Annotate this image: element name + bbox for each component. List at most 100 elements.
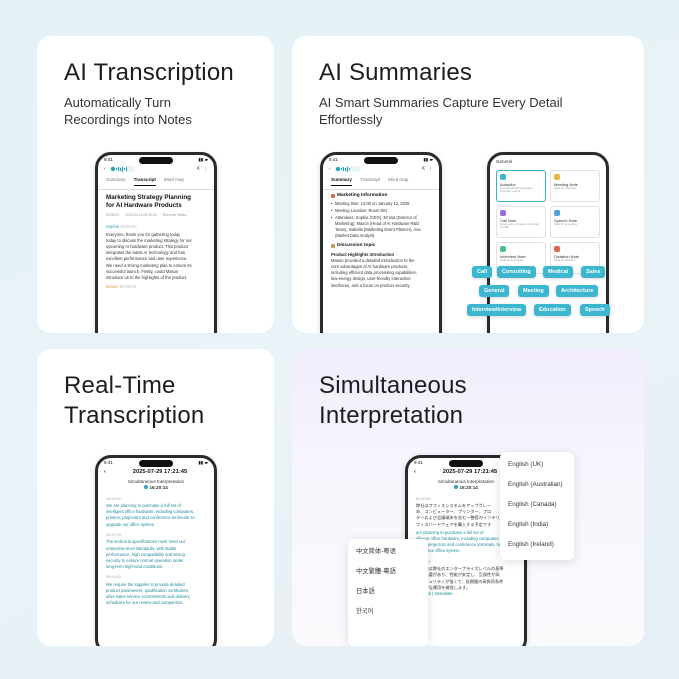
status-bar: 9:41▮▮ ▰ [104,460,208,465]
phone-notch [139,460,173,467]
feature-card-ai-summaries: AI Summaries AI Smart Summaries Capture … [292,36,644,333]
sparkle-icon [500,173,506,180]
card-title: AI Summaries [319,59,473,86]
segment-text: The technical specifications must meet o… [106,539,186,570]
speaker-label: Mason 00:00:50 [106,284,137,290]
segment-text-japanese: 術仕様は弊社のエンタープライズレベルの基準 たす必要があり、性能が安定し、互換性… [416,566,504,590]
chip-consulting[interactable]: Consulting [497,266,536,278]
chip-speech[interactable]: Speech [580,304,610,316]
recording-icon [454,485,459,489]
language-option[interactable]: 日本語 [356,588,375,595]
language-option[interactable]: 한국어 [356,608,374,615]
phone-notch [139,157,173,164]
tab-transcript[interactable]: Transcript [359,177,381,182]
phone-mockup: 9:41▮▮ ▰ ‹2025-07-29 17:21:45 Simultaneo… [95,455,217,646]
segment-timestamp: 00:00:00 [416,496,431,501]
card-title: AI Transcription [64,59,234,86]
segment-timestamp: 00:00:03 [106,575,121,580]
more-icon[interactable]: ⋮ [203,165,209,171]
notebook-icon [331,244,335,249]
language-option[interactable]: English (Ireland) [508,541,554,548]
segment-timestamp: 00:00:03 [106,532,121,537]
back-icon[interactable]: ‹ [329,165,331,171]
play-icon[interactable] [110,167,115,171]
chip-sales[interactable]: Sales [581,266,606,278]
section-heading: Discussion topic [323,240,439,252]
speaker-label: Sophia 00:00:00 [106,224,137,229]
share-icon[interactable]: ⇱ [196,165,201,171]
note-toolbar: ‹ ⇱ ⋮ [98,164,214,174]
language-option[interactable]: 中文繁體-粵語 [356,568,396,575]
card-subtitle: AI Smart Summaries Capture Every Detail … [319,95,563,127]
share-icon[interactable]: ⇱ [421,165,426,171]
session-header: ‹2025-07-29 17:21:45 Simultaneous Interp… [98,467,214,492]
session-timer: 16:20:14 [98,485,214,492]
back-icon[interactable]: ‹ [104,469,106,475]
transcript-text: Everyone, thank you for gathering today … [106,231,192,280]
segment-text-japanese: 弊社はオフィスシステムをアップグレー め、コンピューター、プリンター、プロ ター… [416,503,500,527]
language-option[interactable]: English (India) [508,521,549,528]
feature-card-simultaneous-interpretation: Simultaneous Interpretation 9:41▮▮ ▰ ‹20… [292,349,644,646]
session-date: ‹2025-07-29 17:21:45 [98,469,214,476]
tab-summary[interactable]: Summary [106,177,126,182]
tab-mind-map[interactable]: Mind map [163,177,185,182]
session-timer: 16:20:14 [408,485,524,492]
chip-medical[interactable]: Medical [543,266,574,278]
language-option[interactable]: 中文简体-粤语 [356,548,396,555]
summary-bullet: Meeting Location: Room 601 [323,208,439,214]
status-bar: 9:41▮▮ ▰ [104,157,208,162]
phone-mockup: 9:41▮▮ ▰ ‹ ⇱ ⋮ Summary Transcript Mind m… [95,152,217,333]
summary-bullet: Meeting time: 13:00 on January 13, 2025 [323,201,439,207]
segment-text-english: are planning to purchase a full set of e… [416,529,501,554]
language-option[interactable]: English (UK) [508,461,544,468]
summary-text: Mason provided a detailed introduction t… [331,257,417,288]
audio-player-pill[interactable] [108,166,135,172]
language-option[interactable]: English (Canada) [508,501,557,508]
chip-architecture[interactable]: Architecture [556,285,599,297]
template-header: General [496,159,513,164]
subsection-heading: Product Highlights Introduction [331,251,395,257]
note-tabs: Summary Transcript Mind map [98,174,214,190]
session-date: ‹2025-07-29 17:21:45 [408,469,524,476]
card-title: Real-Time Transcription [64,372,205,429]
note-tabs: Summary Transcript Mind map [323,174,439,190]
tab-summary[interactable]: Summary [331,177,352,186]
play-icon[interactable] [335,167,340,171]
more-icon[interactable]: ⋮ [428,165,434,171]
interview-icon [500,245,506,252]
segment-text-english: Español | stranslate [416,590,453,596]
chip-meeting[interactable]: Meeting [518,285,549,297]
back-icon[interactable]: ‹ [104,165,106,171]
section-heading: Marketing Information [323,190,439,202]
segment-text: We require the supplier to provide detai… [106,581,190,606]
phone-notch [364,157,398,164]
chip-interview[interactable]: Interview/Interview [467,304,527,316]
card-title: Simultaneous Interpretation [319,372,467,429]
recording-icon [144,485,149,489]
calendar-icon [331,193,335,198]
feature-card-ai-transcription: AI Transcription Automatically Turn Reco… [37,36,274,333]
phone-notch [449,460,483,467]
chip-general[interactable]: General [479,285,510,297]
meeting-icon [554,173,560,180]
chip-call[interactable]: Call [472,266,493,278]
audio-player-pill[interactable] [333,166,360,172]
note-title: Marketing Strategy Planning for AI Hardw… [106,193,192,209]
dictation-icon [554,245,560,252]
tab-mind-map[interactable]: Mind map [388,177,409,182]
phone-icon [500,209,506,216]
note-meta: 00:35:02 2025-03-13 09:30:02 Recorder No… [106,212,187,217]
language-option[interactable]: English (Australian) [508,481,563,488]
tab-transcript[interactable]: Transcript [133,177,156,186]
chip-education[interactable]: Education [534,304,571,316]
status-bar: 9:41▮▮ ▰ [329,157,433,162]
back-icon[interactable]: ‹ [414,469,416,475]
segment-timestamp: 00:00:00 [106,496,121,501]
microphone-icon [554,209,560,216]
